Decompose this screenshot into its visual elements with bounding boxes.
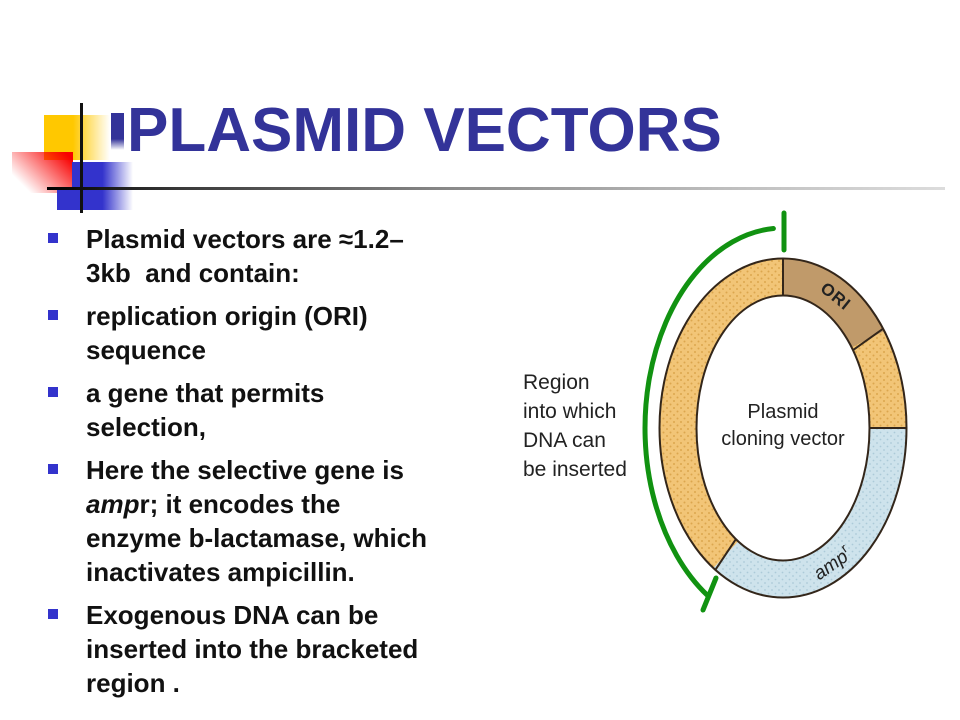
center-label-line: Plasmid (747, 401, 819, 423)
bullet-text: Plasmid vectors are ≈1.2– 3kb and contain… (86, 222, 516, 290)
bracket-arc (642, 226, 776, 599)
bullet-text-run: a gene that permits (86, 378, 325, 408)
region-label-line: Region (523, 371, 590, 394)
bullet-line: a gene that permits (86, 376, 516, 410)
region-label-line: be inserted (523, 458, 627, 481)
deco-red-square (12, 152, 73, 193)
region-label-line: into which (523, 400, 617, 423)
title-underline-rule (47, 187, 945, 190)
bullet-text-run: replication origin (ORI) (86, 301, 368, 331)
bullet-line: replication origin (ORI) (86, 299, 516, 333)
bullet-marker-icon (48, 609, 58, 619)
bullet-line: Here the selective gene is (86, 453, 516, 487)
bullet-text-run: 3kb and contain: (86, 258, 300, 288)
bullet-marker-icon (48, 310, 58, 320)
bullet-text-run: Plasmid vectors are ≈1.2– (86, 224, 404, 254)
bullet-item: a gene that permits selection, (48, 376, 516, 444)
bullet-line: sequence (86, 333, 516, 367)
center-label-line: cloning vector (721, 428, 845, 450)
deco-navy-square (111, 113, 124, 150)
bullet-text-run: r; it encodes the (139, 489, 341, 519)
bullet-text-run: selection, (86, 412, 206, 442)
bracket-bottom-tick (700, 575, 719, 613)
bullet-text: a gene that permits selection, (86, 376, 516, 444)
bullet-line: 3kb and contain: (86, 256, 516, 290)
bullet-line: inserted into the bracketed (86, 632, 516, 666)
amp-segment (713, 427, 907, 598)
ori-segment (782, 258, 885, 348)
slide-title: PLASMID VECTORS (127, 96, 722, 165)
bullet-text: replication origin (ORI) sequence (86, 299, 516, 367)
bullet-text-italic-run: amp (86, 489, 140, 519)
bullet-line: selection, (86, 410, 516, 444)
bullet-text-run: inactivates ampicillin. (86, 557, 355, 587)
ring-inner-outline (695, 294, 871, 562)
region-label: Region into which DNA can be inserted (523, 368, 627, 484)
segment-boundary (852, 327, 884, 351)
bullet-line: enzyme b-lactamase, which (86, 521, 516, 555)
bullet-list: Plasmid vectors are ≈1.2– 3kb and contain… (48, 222, 516, 709)
bullet-text-run: region . (86, 668, 180, 698)
bullet-text-run: inserted into the bracketed (86, 634, 419, 664)
bullet-marker-icon (48, 233, 58, 243)
bullet-text-run: Here the selective gene is (86, 455, 404, 485)
segment-boundary (714, 539, 737, 571)
bullet-text-run: enzyme b-lactamase, which (86, 523, 428, 553)
bullet-line: ampr; it encodes the (86, 487, 516, 521)
region-label-line: DNA can (523, 429, 606, 452)
bullet-item: Exogenous DNA can be inserted into the br… (48, 598, 516, 700)
bullet-line: inactivates ampicillin. (86, 555, 516, 589)
bullet-text: Exogenous DNA can be inserted into the br… (86, 598, 516, 700)
crosshair-vertical-line (80, 103, 83, 213)
bullet-line: region . (86, 666, 516, 700)
bullet-line: Plasmid vectors are ≈1.2– (86, 222, 516, 256)
bullet-line: Exogenous DNA can be (86, 598, 516, 632)
bullet-text-run: sequence (86, 335, 206, 365)
bullet-marker-icon (48, 464, 58, 474)
bullet-marker-icon (48, 387, 58, 397)
bullet-text-run: Exogenous DNA can be (86, 600, 379, 630)
bullet-item: Plasmid vectors are ≈1.2– 3kb and contain… (48, 222, 516, 290)
center-label: Plasmid cloning vector (698, 399, 868, 453)
bullet-item: replication origin (ORI) sequence (48, 299, 516, 367)
deco-blue-square-extension (57, 190, 73, 210)
